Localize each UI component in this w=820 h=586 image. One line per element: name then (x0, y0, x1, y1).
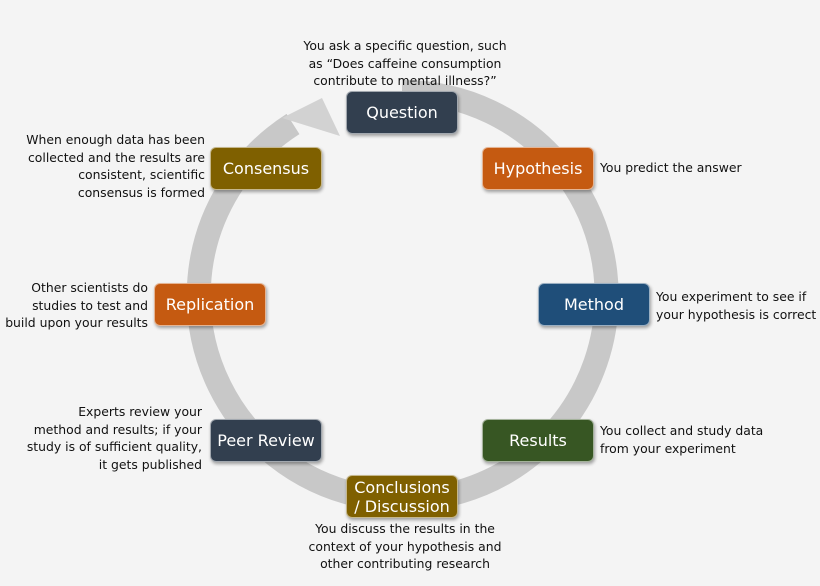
conclusions-label-line2: / Discussion (354, 496, 450, 516)
hypothesis-description: You predict the answer (600, 160, 742, 175)
method-box: Method (538, 283, 650, 326)
consensus-box: Consensus (210, 147, 322, 190)
hypothesis-box: Hypothesis (482, 147, 594, 190)
peer-review-description: Experts review your method and results; … (26, 404, 202, 472)
replication-box: Replication (154, 283, 266, 326)
cycle-arrowhead (282, 98, 340, 136)
results-box: Results (482, 419, 594, 462)
question-box: Question (346, 91, 458, 134)
conclusions-discussion-box: Conclusions / Discussion (346, 475, 458, 518)
replication-description: Other scientists do studies to test and … (5, 280, 148, 331)
question-description: You ask a specific question, such as “Do… (303, 38, 507, 89)
conclusions-label-line1: Conclusions (354, 477, 450, 497)
results-description: You collect and study data from your exp… (600, 423, 764, 456)
consensus-description: When enough data has been collected and … (26, 132, 205, 200)
method-description: You experiment to see if your hypothesis… (656, 289, 817, 322)
peer-review-box: Peer Review (210, 419, 322, 462)
conclusions-description: You discuss the results in the context o… (308, 521, 502, 572)
